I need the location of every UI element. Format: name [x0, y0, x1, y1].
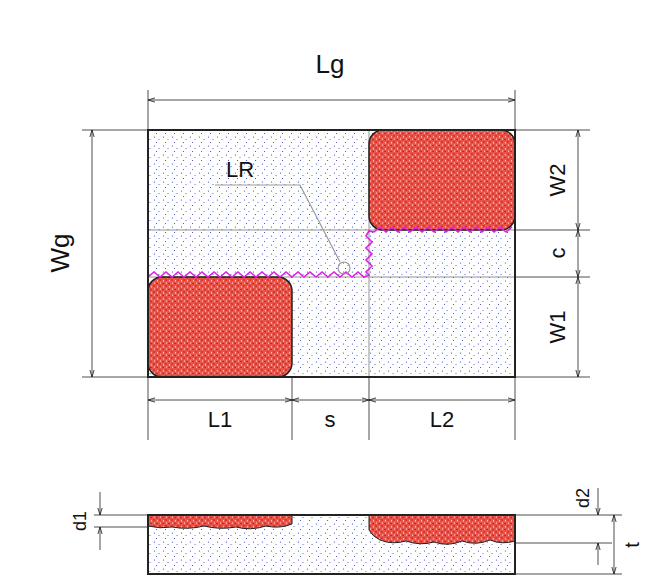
dimension-label: W1 — [547, 311, 569, 344]
dimension-label: L2 — [430, 409, 454, 431]
dimension-label: Wg — [47, 234, 73, 273]
dimension-label: Lg — [316, 51, 345, 77]
dimension-label: d2 — [574, 488, 592, 508]
dimension-label: W2 — [547, 164, 569, 197]
dimension-label: c — [547, 248, 569, 259]
dimension-label: t — [622, 542, 642, 548]
dimension-label: s — [325, 409, 336, 431]
dimension-label: d1 — [71, 511, 89, 531]
dimension-label: L1 — [208, 409, 232, 431]
leader-label: LR — [226, 159, 254, 181]
